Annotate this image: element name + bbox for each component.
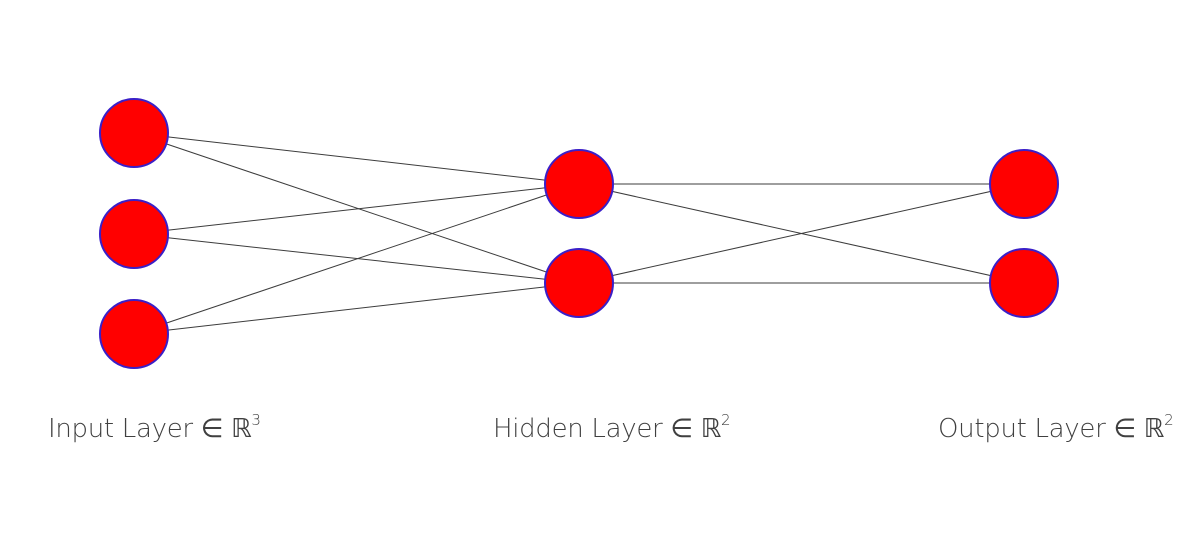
edge-input-0-to-hidden-1 [133,132,580,284]
output-layer-name: Output Layer [938,414,1106,444]
input-neuron-1 [99,98,169,168]
input-layer-symbol: ∈ ℝ [200,414,252,444]
input-layer-name: Input Layer [48,414,193,444]
output-layer-dimension: 2 [1164,411,1174,429]
hidden-layer-name: Hidden Layer [493,414,663,444]
input-neuron-2 [99,199,169,269]
input-layer-dimension: 3 [251,411,261,429]
edge-hidden-1-to-output-0 [578,183,1025,284]
edge-input-0-to-hidden-0 [133,132,580,185]
hidden-layer-symbol: ∈ ℝ [670,414,721,444]
hidden-layer-dimension: 2 [721,411,731,429]
hidden-neuron-2 [544,248,614,318]
output-neuron-2 [989,248,1059,318]
edge-input-1-to-hidden-0 [133,183,580,235]
edge-input-2-to-hidden-1 [133,282,580,335]
hidden-layer-label: Hidden Layer ∈ ℝ2 [493,411,731,445]
hidden-neuron-1 [544,149,614,219]
output-layer-symbol: ∈ ℝ [1113,414,1165,444]
output-layer-label: Output Layer ∈ ℝ2 [938,411,1174,445]
input-neuron-3 [99,299,169,369]
output-neuron-1 [989,149,1059,219]
connection-lines [133,132,1025,335]
neuron-nodes [99,98,1059,369]
input-layer-label: Input Layer ∈ ℝ3 [48,411,261,445]
edge-input-2-to-hidden-0 [133,183,580,335]
